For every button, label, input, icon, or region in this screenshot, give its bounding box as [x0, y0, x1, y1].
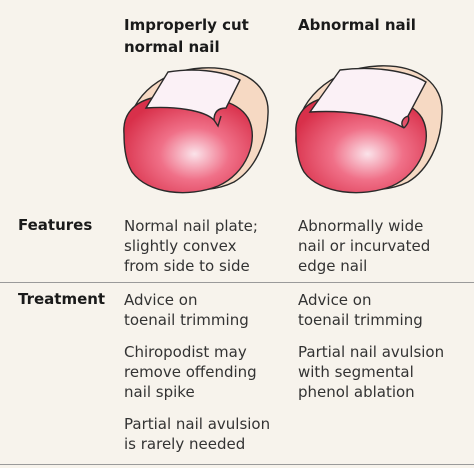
header-line: normal nail [124, 38, 220, 56]
row-label-features: Features [18, 216, 93, 234]
nail-plate [308, 67, 427, 129]
row-divider [0, 282, 474, 283]
incurvated-edge [403, 115, 410, 129]
treatment-item: Advice on toenail trimming [124, 290, 284, 330]
text-line: with segmental [298, 363, 414, 381]
text-line: nail or incurvated [298, 237, 431, 255]
text-line: Partial nail avulsion [124, 415, 271, 433]
text-line: from side to side [124, 257, 250, 275]
features-abnormal-nail: Abnormally wide nail or incurvated edge … [298, 216, 468, 276]
bottom-rule [0, 464, 474, 465]
improperly-cut-nail-illustration [123, 67, 269, 194]
treatment-item: Advice on toenail trimming [298, 290, 468, 330]
text-line: Advice on [124, 291, 198, 309]
treatment-improperly-cut: Advice on toenail trimming Chiropodist m… [124, 290, 284, 466]
nail-plate [144, 69, 241, 122]
features-improperly-cut: Normal nail plate; slightly convex from … [124, 216, 284, 276]
text-line: toenail trimming [124, 311, 249, 329]
text-line: Partial nail avulsion [298, 343, 445, 361]
text-line: edge nail [298, 257, 368, 275]
text-line: Abnormally wide [298, 217, 424, 235]
header-line: Improperly cut [124, 16, 249, 34]
column-header-improperly-cut: Improperly cut normal nail [124, 14, 274, 58]
abnormal-nail-illustration [295, 65, 443, 194]
text-line: remove offending [124, 363, 257, 381]
nail-spike [213, 115, 222, 128]
treatment-item: Partial nail avulsion is rarely needed [124, 414, 284, 454]
header-line: Abnormal nail [298, 16, 416, 34]
text-line: Advice on [298, 291, 372, 309]
text-line: is rarely needed [124, 435, 246, 453]
treatment-abnormal-nail: Advice on toenail trimming Partial nail … [298, 290, 468, 414]
treatment-item: Chiropodist may remove offending nail sp… [124, 342, 284, 402]
row-label-treatment: Treatment [18, 290, 106, 308]
text-line: Chiropodist may [124, 343, 247, 361]
treatment-item: Partial nail avulsion with segmental phe… [298, 342, 468, 402]
text-line: toenail trimming [298, 311, 423, 329]
text-line: phenol ablation [298, 383, 415, 401]
text-line: slightly convex [124, 237, 237, 255]
text-line: Normal nail plate; [124, 217, 258, 235]
text-line: nail spike [124, 383, 195, 401]
column-header-abnormal-nail: Abnormal nail [298, 14, 468, 36]
